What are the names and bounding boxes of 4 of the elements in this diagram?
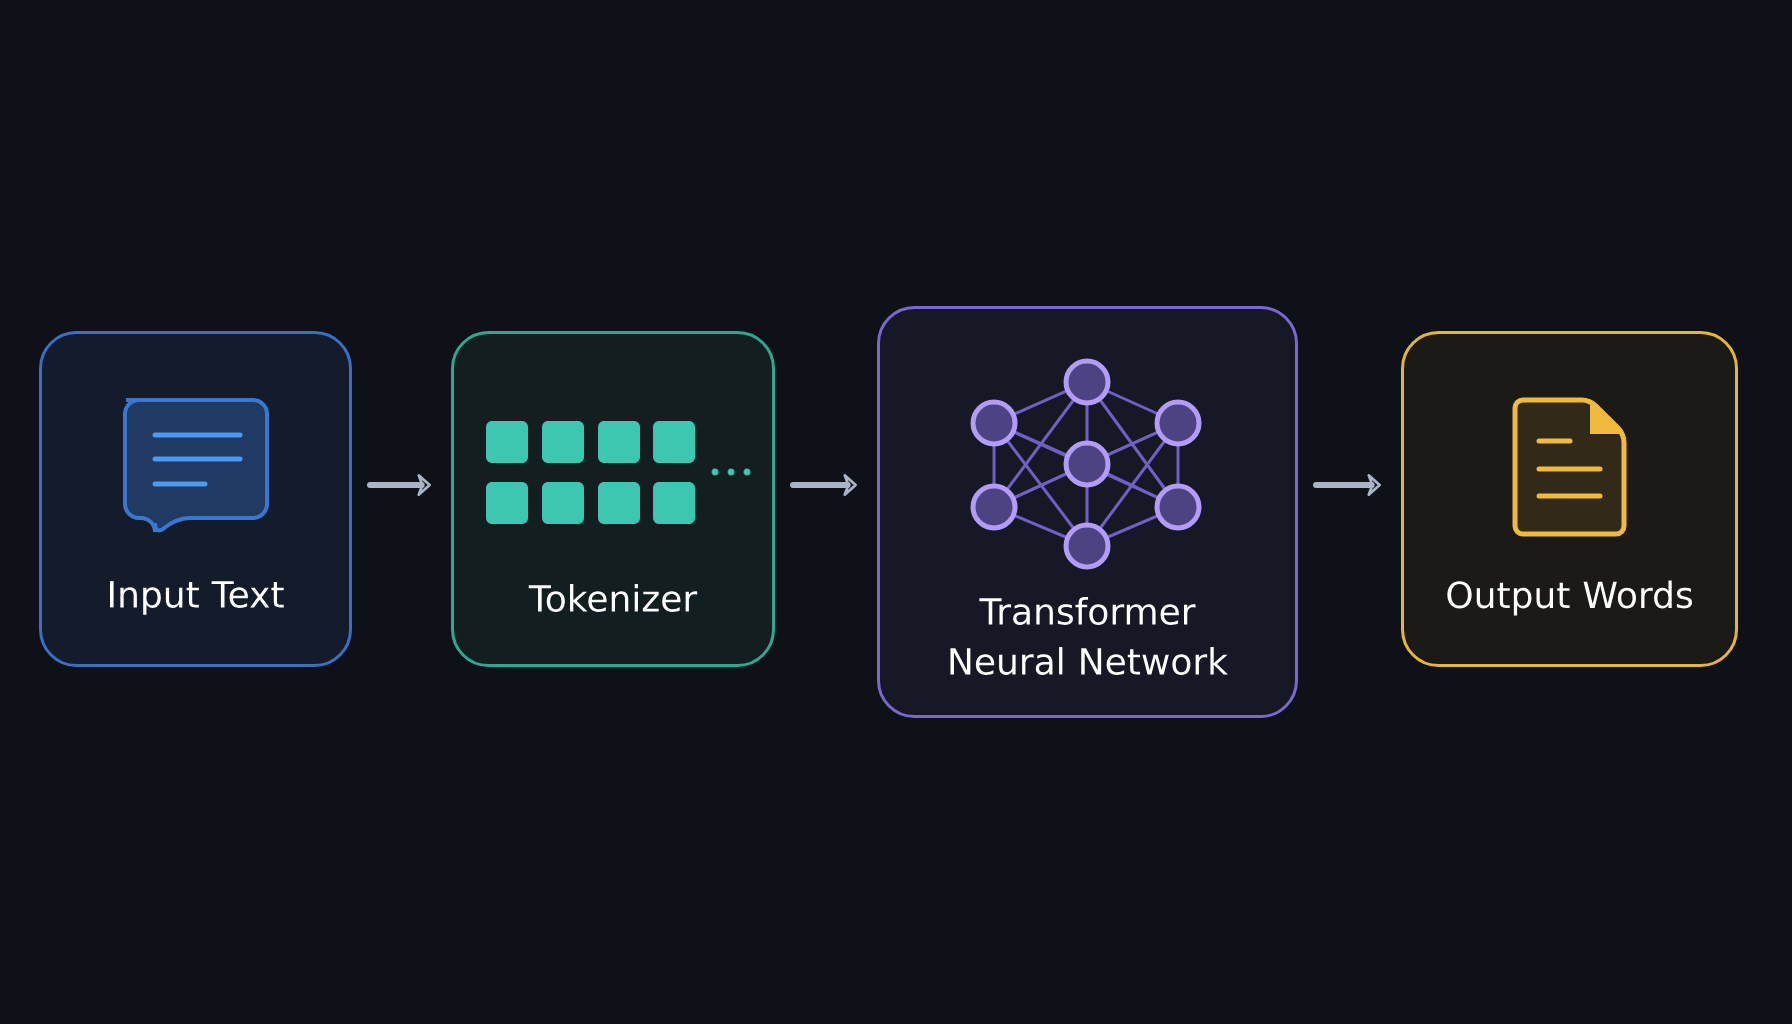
arrow	[367, 474, 431, 496]
arrow	[1313, 474, 1381, 496]
arrow	[790, 474, 857, 496]
process-box: Transformer Neural Network	[877, 306, 1298, 718]
